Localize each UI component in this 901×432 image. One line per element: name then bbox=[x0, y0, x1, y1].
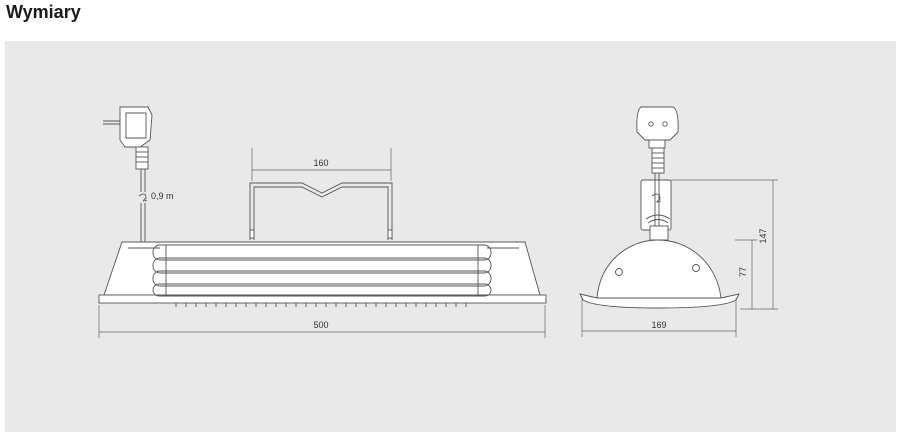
heater-housing bbox=[98, 241, 547, 307]
bracket-width-label: 160 bbox=[313, 158, 328, 168]
power-cable bbox=[138, 169, 148, 246]
heater-body-side bbox=[579, 239, 740, 309]
front-dimensions bbox=[98, 148, 546, 338]
side-bracket bbox=[640, 173, 672, 241]
round-plug-icon bbox=[636, 106, 679, 174]
cable-length-label: 0,9 m bbox=[151, 191, 174, 201]
front-view bbox=[98, 106, 547, 307]
heater-depth-label: 169 bbox=[651, 320, 666, 330]
heater-length-label: 500 bbox=[313, 320, 328, 330]
page-title: Wymiary bbox=[6, 2, 81, 22]
drawing-panel bbox=[5, 41, 896, 432]
body-height-label: 77 bbox=[738, 267, 748, 277]
side-view bbox=[579, 106, 740, 309]
mounting-bracket bbox=[249, 182, 393, 240]
total-height-label: 147 bbox=[758, 228, 768, 243]
plug-icon bbox=[103, 106, 153, 170]
side-dimensions bbox=[581, 179, 778, 337]
